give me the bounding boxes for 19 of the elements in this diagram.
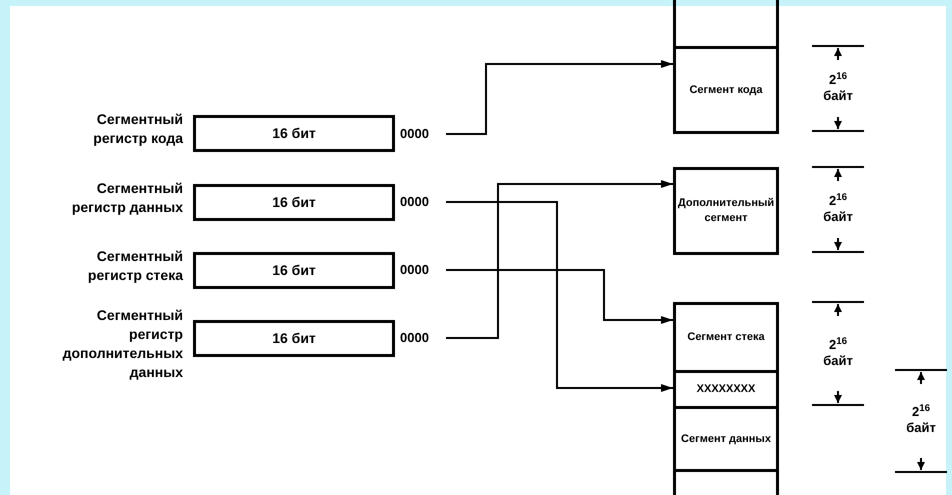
arrow (446, 201, 673, 392)
address-suffix: 0000 (400, 260, 442, 280)
address-suffix: 0000 (400, 124, 442, 144)
register-label: Сегментный регистр дополнительных данных (62, 306, 183, 382)
register-box: 16 бит (193, 320, 395, 357)
address-suffix: 0000 (400, 328, 442, 348)
memory-segment: Сегмент стека (673, 302, 779, 370)
register-label: Сегментный регистр данных (70, 179, 183, 217)
register-label: Сегментный регистр кода (92, 110, 183, 148)
register-box: 16 бит (193, 252, 395, 289)
register-box: 16 бит (193, 184, 395, 221)
arrow (446, 60, 673, 135)
arrow (446, 269, 673, 324)
register-label: Сегментный регистр стека (86, 247, 183, 285)
arrow (446, 180, 673, 339)
memory-segment: Сегмент данных (673, 406, 779, 472)
address-suffix: 0000 (400, 192, 442, 212)
memory-segment: XXXXXXXX (673, 370, 779, 406)
register-box: 16 бит (193, 115, 395, 152)
